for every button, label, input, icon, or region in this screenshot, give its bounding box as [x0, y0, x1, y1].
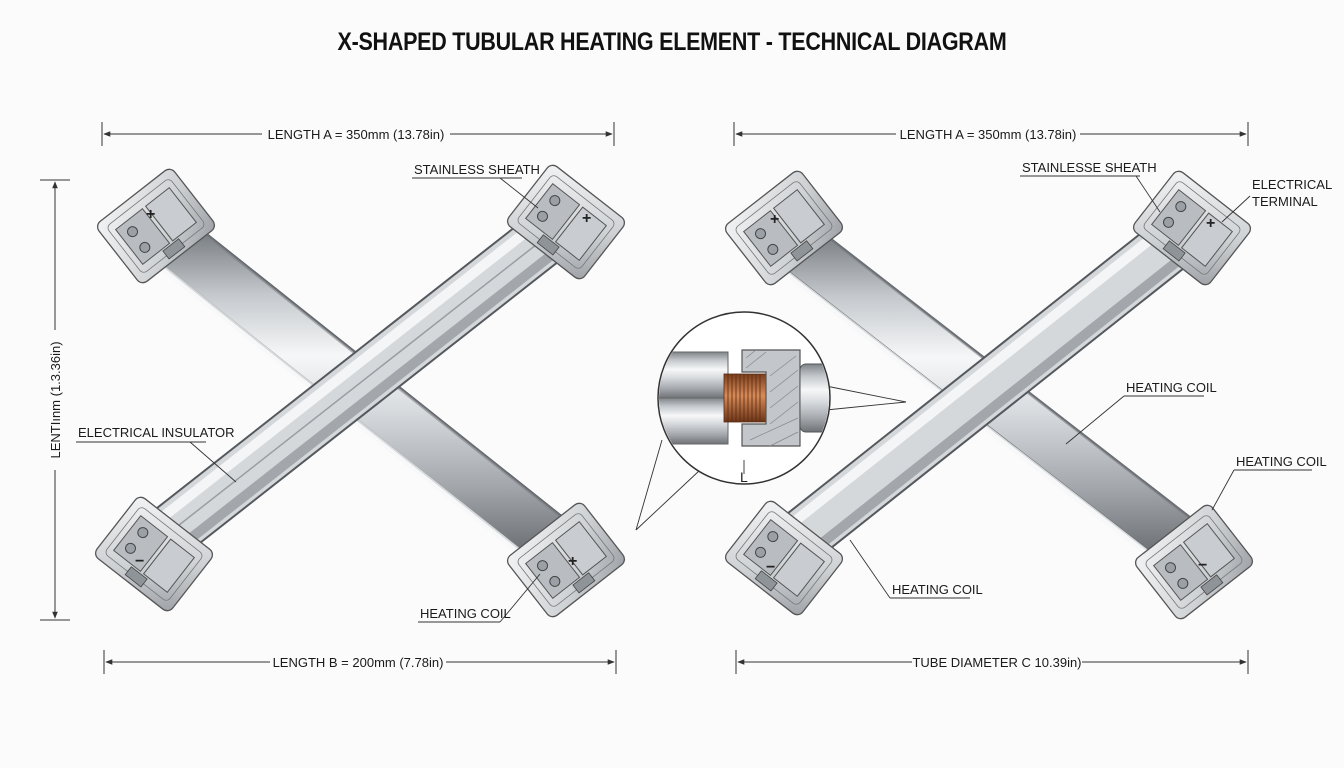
plus-icon: + [582, 210, 591, 227]
left-terminal-bottom-left: − [92, 493, 216, 615]
stainless-sheath-label: STAINLESSE SHEATH [1022, 160, 1157, 175]
right-dimension-length-a: LENGTH A = 350mm (13.78in) [733, 122, 1249, 146]
left-dimension-length-b: LENGTH B = 200mm (7.78in) [103, 650, 617, 674]
right-terminal-top-left: + [722, 167, 846, 289]
right-dimension-tube-diameter: TUBE DIAMETER C 10.39in) [735, 650, 1249, 674]
left-tube-b [142, 203, 578, 563]
minus-icon: − [135, 553, 144, 570]
right-callout-coil-2: HEATING COIL [1211, 454, 1327, 511]
electrical-terminal-label-line1: ELECTRICAL [1252, 177, 1332, 192]
left-dimension-length-a: LENGTH A = 350mm (13.78in) [101, 122, 615, 146]
electrical-insulator-label: ELECTRICAL INSULATOR [78, 425, 235, 440]
minus-icon: − [766, 559, 775, 576]
right-assembly: + + − − LENGTH A = 350mm (13.78in) TUBE … [722, 122, 1332, 674]
plus-icon: + [568, 553, 577, 570]
left-terminal-bottom-right: + [504, 499, 628, 621]
tube-diameter-label: TUBE DIAMETER C 10.39in) [912, 655, 1081, 670]
stainless-sheath-label: STAINLESS SHEATH [414, 162, 540, 177]
plus-icon: + [770, 211, 779, 228]
heating-coil-label: HEATING COIL [892, 582, 983, 597]
right-terminal-bottom-left: − [722, 497, 846, 619]
left-terminal-top-right: + [504, 161, 628, 283]
right-terminal-bottom-right: − [1132, 501, 1256, 623]
right-callout-sheath: STAINLESSE SHEATH [1020, 160, 1161, 213]
left-terminal-top-left: + [94, 165, 218, 287]
detail-magnifier: L [635, 311, 907, 531]
detail-mark-label: L [740, 469, 748, 485]
heating-coil-label: HEATING COIL [420, 606, 511, 621]
right-callout-coil-1: HEATING COIL [1065, 380, 1217, 445]
electrical-terminal-label-line2: TERMINAL [1252, 194, 1318, 209]
minus-icon: − [1198, 557, 1207, 574]
plus-icon: + [1206, 215, 1215, 232]
left-dimension-height: LENTIınm (1.3.36in) [40, 179, 70, 621]
left-callout-sheath: STAINLESS SHEATH [412, 162, 540, 209]
length-b-label: LENGTH B = 200mm (7.78in) [273, 655, 444, 670]
right-tube-b [772, 210, 1204, 568]
left-callout-insulator: ELECTRICAL INSULATOR [76, 425, 237, 483]
left-callout-coil: HEATING COIL [418, 573, 541, 623]
plus-icon: + [146, 206, 155, 223]
length-a-label: LENGTH A = 350mm (13.78in) [900, 127, 1077, 142]
page-title: X-SHAPED TUBULAR HEATING ELEMENT - TECHN… [337, 28, 1007, 56]
heating-coil-label: HEATING COIL [1236, 454, 1327, 469]
left-assembly: + + − + LENGTH A = 350mm (13.78in) LE [40, 122, 628, 674]
right-terminal-top-right: + [1130, 167, 1254, 289]
length-a-label: LENGTH A = 350mm (13.78in) [268, 127, 445, 142]
right-callout-terminal: ELECTRICAL TERMINAL [1221, 177, 1332, 223]
height-label: LENTIınm (1.3.36in) [48, 341, 63, 458]
right-callout-coil-3: HEATING COIL [849, 539, 983, 599]
heating-coil-label: HEATING COIL [1126, 380, 1217, 395]
